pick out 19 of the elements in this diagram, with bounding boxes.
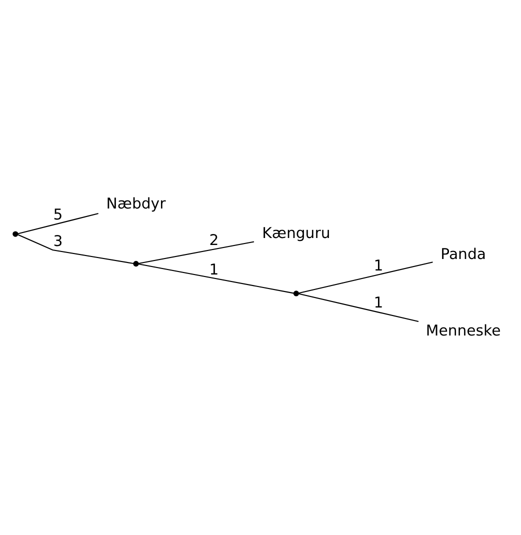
connector bbox=[18, 212, 98, 234]
node-text: Panda bbox=[440, 244, 486, 263]
node-text: Kænguru bbox=[262, 223, 330, 242]
node-point bbox=[293, 290, 300, 296]
edge-label: 3 bbox=[53, 231, 63, 250]
edge-label: 5 bbox=[53, 204, 63, 223]
connector bbox=[138, 262, 294, 294]
node-text: Menneske bbox=[426, 321, 501, 340]
edge-label: 1 bbox=[374, 292, 384, 311]
connector bbox=[298, 261, 433, 294]
node-point bbox=[133, 260, 139, 266]
edge-label: 1 bbox=[209, 260, 219, 278]
edge-label: 1 bbox=[374, 256, 384, 274]
connector bbox=[138, 240, 254, 264]
connector bbox=[298, 292, 419, 322]
node-point bbox=[12, 230, 18, 236]
node-text: Næbdyr bbox=[106, 194, 166, 212]
edge-label: 2 bbox=[209, 230, 219, 248]
connector bbox=[18, 234, 134, 264]
